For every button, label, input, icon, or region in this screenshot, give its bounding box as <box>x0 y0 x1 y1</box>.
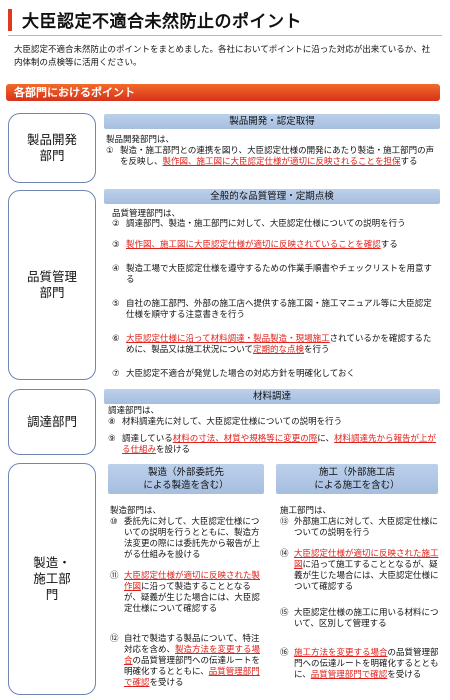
development-header: 製品開発・認定取得 <box>104 114 440 129</box>
dept-procurement-label: 調達部門 <box>26 414 77 429</box>
section-banner: 各部門におけるポイント <box>6 84 440 101</box>
development-intro: 製品開発部門は、 <box>106 135 175 145</box>
quality-item-4: ④ 製造工場で大臣認定仕様を遵守するための作業手順書やチェックリストを用意する <box>112 264 433 285</box>
construction-item-13: ⑬ 外部施工店に対して、大臣認定仕様についての説明を行う <box>280 517 438 538</box>
procurement-intro: 調達部門は、 <box>108 406 160 416</box>
dept-development-label: 製品開発部門 <box>26 132 77 163</box>
dept-manufacturing-label: 製造・施工部門 <box>33 555 71 602</box>
development-item-1: ① 製造・施工部門との連携を図り、大臣認定仕様の開発にあたり製造・施工部門の声を… <box>106 146 435 167</box>
manufacturing-intro: 製造部門は、 <box>110 506 162 516</box>
intro-text: 大臣認定不適合未然防止のポイントをまとめました。各社においてポイントに沿った対応… <box>14 45 431 68</box>
construction-intro: 施工部門は、 <box>280 506 332 516</box>
dept-quality-label: 品質管理部門 <box>26 269 77 300</box>
dept-development: 製品開発部門 <box>8 113 96 183</box>
manufacturing-header: 製造（外部委託先 による製造を含む） <box>108 464 264 494</box>
quality-header: 全般的な品質管理・定期点検 <box>104 189 440 204</box>
title-divider <box>8 35 442 36</box>
title-accent-bar <box>8 9 12 31</box>
quality-item-5: ⑤ 自社の施工部門、外部の施工店へ提供する施工図・施工マニュアル等に大臣認定仕様… <box>112 299 432 320</box>
procurement-header: 材料調達 <box>104 389 440 404</box>
procurement-item-8: ⑧ 材料調達先に対して、大臣認定仕様についての説明を行う <box>108 417 343 427</box>
construction-item-15: ⑮ 大臣認定仕様の施工に用いる材料について、区別して管理する <box>280 608 439 629</box>
manufacturing-item-12: ⑫ 自社で製造する製品について、特注対応を含め、製造方法を変更する場合の品質管理… <box>110 634 261 688</box>
manufacturing-item-11: ⑪ 大臣認定仕様が適切に反映された製作図に沿って製造することとなるが、疑義が生じ… <box>110 571 261 614</box>
page-title: 大臣認定不適合未然防止のポイント <box>22 12 302 32</box>
construction-header: 施工（外部施工店 による施工を含む） <box>276 464 438 494</box>
dept-quality: 品質管理部門 <box>8 190 96 380</box>
dept-procurement: 調達部門 <box>8 389 96 455</box>
quality-item-6: ⑥ 大臣認定仕様に沿って材料調達・製品製造・現場施工されているかを確認するために… <box>112 334 432 355</box>
construction-item-16: ⑯ 施工方法を変更する場合の品質管理部門への伝達ルートを明確化するとともに、品質… <box>280 648 439 680</box>
construction-item-14: ⑭ 大臣認定仕様が適切に反映された施工図に沿って施工することとなるが、疑義が生じ… <box>280 549 439 592</box>
quality-item-7: ⑦ 大臣認定不適合が発覚した場合の対応方針を明確化しておく <box>112 369 355 379</box>
quality-item-2: ② 調達部門、製造・施工部門に対して、大臣認定仕様についての説明を行う <box>112 219 406 229</box>
manufacturing-item-10: ⑩ 委託先に対して、大臣認定仕様についての説明を行うとともに、製造方法変更の際に… <box>110 517 261 560</box>
dept-manufacturing: 製造・施工部門 <box>8 463 96 695</box>
procurement-item-9: ⑨ 調達している材料の寸法、材質や規格等に変更の際に、材料調達先から報告が上がる… <box>108 434 437 455</box>
quality-intro: 品質管理部門は、 <box>112 209 181 219</box>
quality-item-3: ③ 製作図、施工図に大臣認定仕様が適切に反映されていることを確認する <box>112 240 398 250</box>
